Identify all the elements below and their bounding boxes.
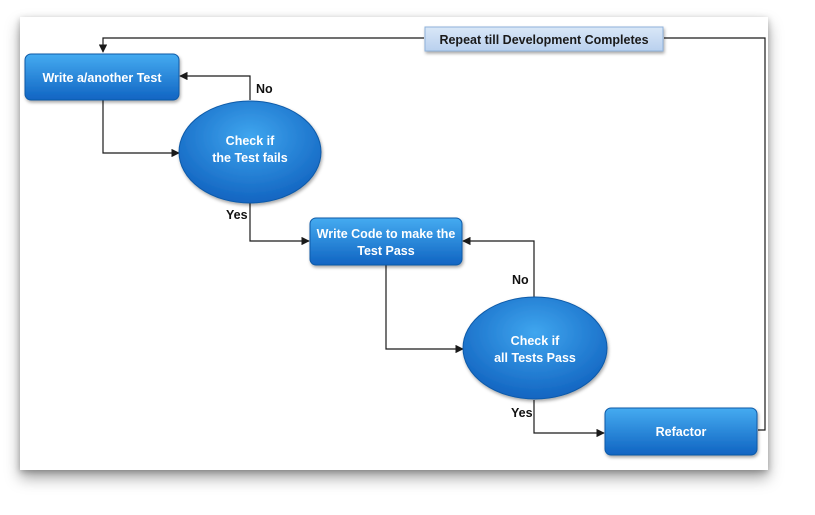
- edge-check-all-pass-no-to-write-code: [462, 236, 535, 297]
- node-check-all-pass: Check if all Tests Pass: [462, 296, 608, 400]
- node-check-test-fails-line1: Check if: [226, 134, 275, 148]
- edge-refactor-loop-up: [664, 37, 766, 431]
- edge-check-fails-no-to-write-test: [179, 71, 251, 100]
- edge-write-code-to-check-all-pass: [385, 265, 464, 354]
- node-write-test-label: Write a/another Test: [42, 71, 162, 85]
- node-check-test-fails-line2: the Test fails: [212, 151, 288, 165]
- repeat-banner-label: Repeat till Development Completes: [439, 33, 648, 47]
- node-check-test-fails: Check if the Test fails: [178, 100, 322, 204]
- edge-label-no-2: No: [512, 273, 529, 287]
- node-write-code-line1: Write Code to make the: [317, 227, 456, 241]
- edge-check-fails-yes-to-write-code: [249, 202, 310, 246]
- node-check-all-pass-line1: Check if: [511, 334, 560, 348]
- node-refactor: Refactor: [604, 407, 758, 456]
- node-write-test: Write a/another Test: [24, 53, 180, 101]
- edge-label-yes-1: Yes: [226, 208, 248, 222]
- node-check-all-pass-line2: all Tests Pass: [494, 351, 576, 365]
- edge-check-all-pass-yes-to-refactor: [533, 400, 605, 438]
- edge-label-no-1: No: [256, 82, 273, 96]
- repeat-banner: Repeat till Development Completes: [424, 26, 664, 52]
- node-refactor-label: Refactor: [656, 425, 707, 439]
- node-write-code-line2: Test Pass: [357, 244, 414, 258]
- edge-label-yes-2: Yes: [511, 406, 533, 420]
- edge-banner-to-write-test: [98, 37, 424, 53]
- edge-write-test-to-check-fails: [102, 100, 180, 158]
- node-write-code: Write Code to make the Test Pass: [309, 217, 463, 266]
- connectors: [98, 37, 766, 438]
